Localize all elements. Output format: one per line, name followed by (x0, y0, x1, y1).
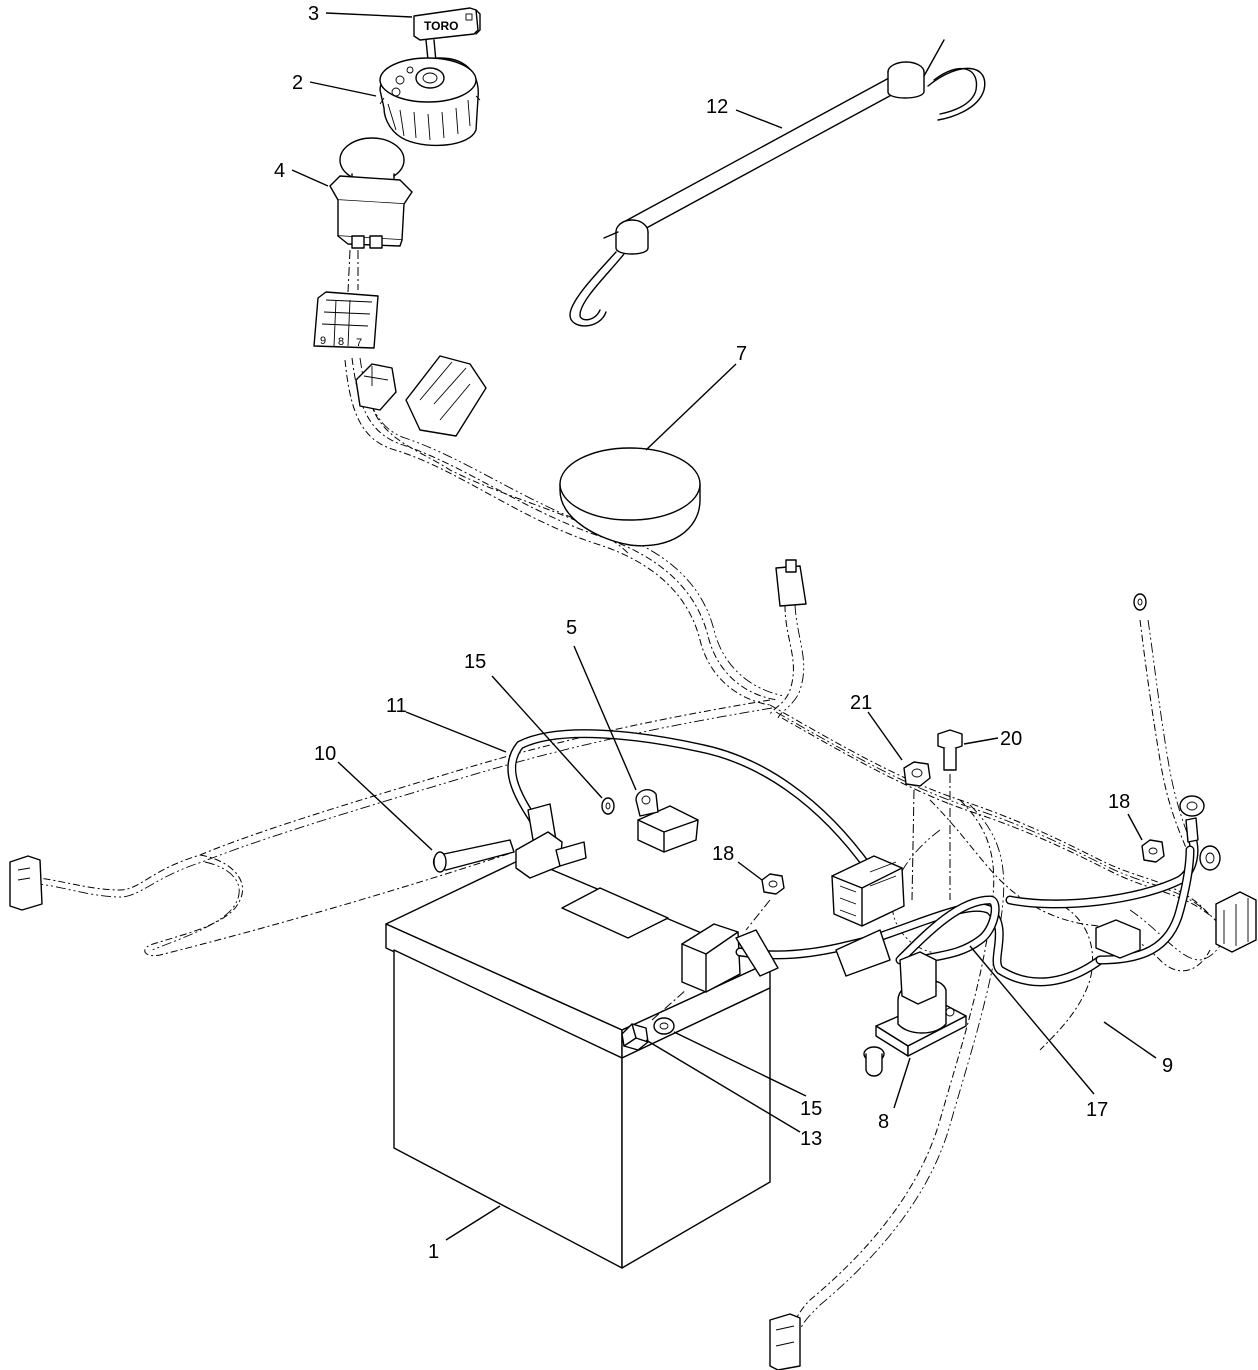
leader-lines (291, 12, 1157, 1241)
pad-part-7 (559, 447, 701, 547)
ring-terminals-right (1133, 593, 1221, 871)
callout-labels: 3 2 4 12 7 5 15 11 10 21 20 18 18 9 15 1… (274, 3, 1173, 1263)
bolt-part-10 (432, 839, 515, 873)
callout-18-right: 18 (1108, 791, 1130, 813)
callout-12: 12 (706, 96, 728, 118)
washer-part-15-lower (653, 1017, 675, 1035)
harness-main-connector (831, 855, 905, 927)
terminal-number-7: 7 (356, 337, 362, 349)
prop-rod-part-12 (569, 39, 986, 327)
callout-7: 7 (736, 343, 747, 365)
terminal-number-8: 8 (338, 336, 344, 348)
callout-11: 11 (386, 695, 407, 717)
callout-2: 2 (292, 72, 303, 94)
callout-18-center: 18 (712, 843, 734, 865)
callout-10: 10 (314, 743, 336, 765)
fuse-block-part-5 (635, 789, 699, 853)
key-brand-label: TORO (424, 19, 458, 33)
harness-connector-bottom (769, 1313, 801, 1370)
nut-part-21 (903, 761, 931, 901)
callout-1: 1 (428, 1241, 439, 1263)
callout-20: 20 (1000, 728, 1022, 750)
bolt-part-20 (937, 729, 963, 900)
pto-switch-part-4 (329, 137, 413, 293)
nut-part-18-right (1141, 839, 1165, 863)
callout-17: 17 (1086, 1099, 1108, 1121)
positive-cable-part-9 (735, 833, 1199, 987)
callout-5: 5 (566, 617, 577, 639)
negative-cable-part-11 (507, 729, 875, 879)
callout-21: 21 (850, 692, 872, 714)
nut-part-18-center (745, 873, 785, 931)
callout-8: 8 (878, 1111, 889, 1133)
cable-part-17 (895, 895, 1000, 965)
callout-4: 4 (274, 160, 285, 182)
solenoid-part-8 (835, 929, 967, 1077)
harness-connector-right (1095, 891, 1257, 959)
terminal-number-9: 9 (320, 335, 326, 347)
callout-3: 3 (308, 3, 319, 25)
harness-connector-left (9, 855, 43, 911)
pto-connector: 9 8 7 (313, 291, 379, 349)
callout-9: 9 (1162, 1055, 1173, 1077)
washer-part-15-upper (601, 797, 615, 815)
ignition-connectors (355, 355, 487, 437)
callout-15-upper: 15 (464, 651, 486, 673)
ignition-switch-part-2 (379, 57, 481, 147)
key-part-3: TORO (413, 7, 481, 63)
harness-connector-top (775, 559, 807, 607)
callout-13: 13 (800, 1128, 822, 1150)
battery-part-1 (385, 857, 771, 1269)
callout-15-lower: 15 (800, 1098, 822, 1120)
